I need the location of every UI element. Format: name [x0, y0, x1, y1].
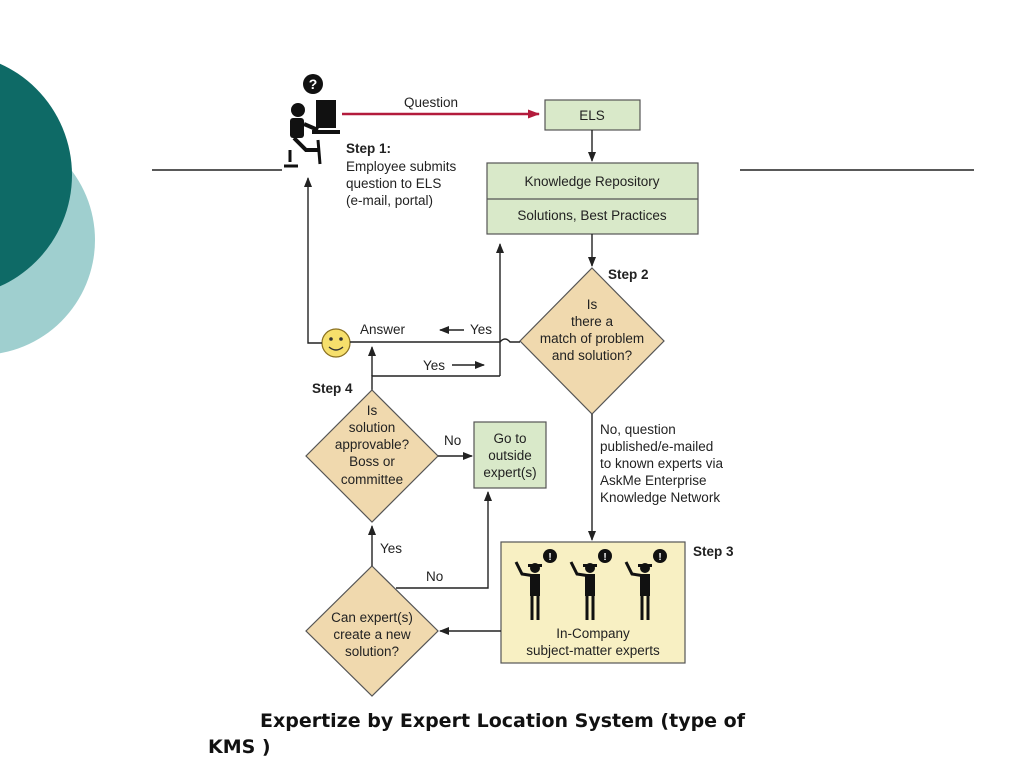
approval-line-5: committee [341, 472, 403, 487]
create-line-1: Can expert(s) [331, 610, 413, 625]
step1-line-2: question to ELS [346, 176, 441, 191]
step3-title: Step 3 [693, 544, 734, 559]
create-line-2: create a new [333, 627, 411, 642]
connector-approval-yes [371, 375, 500, 390]
approval-line-2: solution [349, 420, 396, 435]
caption-line-1: Expertize by Expert Location System (typ… [260, 710, 746, 732]
answer-label: Answer [360, 322, 406, 337]
els-label: ELS [579, 108, 605, 123]
approval-line-1: Is [367, 403, 378, 418]
create-line-3: solution? [345, 644, 399, 659]
no-match-line-3: to known experts via [600, 456, 724, 471]
step1-title: Step 1: [346, 141, 391, 156]
caption-line-2: KMS ) [208, 736, 271, 758]
in-company-experts-box: ! ! ! In-Company subject-matter experts [500, 541, 686, 664]
svg-text:!: ! [603, 552, 606, 563]
outside-experts-box: Go to outside expert(s) [473, 421, 547, 489]
expert-figure-icon: ! [624, 549, 667, 620]
no-match-line-5: Knowledge Network [600, 490, 720, 505]
step4-title: Step 4 [312, 381, 353, 396]
approval-no-label: No [444, 433, 461, 448]
match-line-4: and solution? [552, 348, 632, 363]
experts-line-1: In-Company [556, 626, 630, 641]
outside-line-3: expert(s) [483, 465, 536, 480]
slide-decoration [0, 63, 95, 354]
smiley-face-icon [321, 328, 351, 358]
outside-line-1: Go to [493, 431, 526, 446]
create-decision-diamond: Can expert(s) create a new solution? [305, 565, 439, 697]
els-box [544, 99, 641, 131]
match-line-1: Is [587, 297, 598, 312]
match-decision-diamond: Is there a match of problem and solution… [519, 267, 665, 415]
employee-computer-icon: ? [284, 74, 340, 168]
expert-figure-icon: ! [514, 549, 557, 620]
approval-line-4: Boss or [349, 454, 395, 469]
approval-line-3: approvable? [335, 437, 409, 452]
experts-line-2: subject-matter experts [526, 643, 660, 658]
repository-bottom-label: Solutions, Best Practices [517, 208, 667, 223]
connector-answer-line [350, 338, 520, 343]
no-match-line-4: AskMe Enterprise [600, 473, 707, 488]
match-line-3: match of problem [540, 331, 644, 346]
answer-yes-label: Yes [470, 322, 492, 337]
approval-yes-label: Yes [423, 358, 445, 373]
no-match-line-1: No, question [600, 422, 676, 437]
repository-top-label: Knowledge Repository [524, 174, 659, 189]
svg-text:?: ? [309, 76, 318, 92]
question-label: Question [404, 95, 458, 110]
match-line-2: there a [571, 314, 614, 329]
step1-line-3: (e-mail, portal) [346, 193, 433, 208]
slide-caption: Expertize by Expert Location System (typ… [208, 708, 808, 760]
step2-title: Step 2 [608, 267, 649, 282]
svg-text:!: ! [548, 552, 551, 563]
knowledge-repository-box: Knowledge Repository Solutions, Best Pra… [486, 162, 699, 235]
approval-decision-diamond: Is solution approvable? Boss or committe… [305, 389, 439, 523]
no-match-line-2: published/e-mailed [600, 439, 713, 454]
expert-figure-icon: ! [569, 549, 612, 620]
connector-smiley-employee [304, 177, 322, 344]
outside-line-2: outside [488, 448, 532, 463]
create-no-label: No [426, 569, 443, 584]
decor-circle-dark [0, 63, 72, 287]
connector-create-no [396, 491, 492, 589]
create-yes-label: Yes [380, 541, 402, 556]
step1-line-1: Employee submits [346, 159, 457, 174]
svg-text:!: ! [658, 552, 661, 563]
